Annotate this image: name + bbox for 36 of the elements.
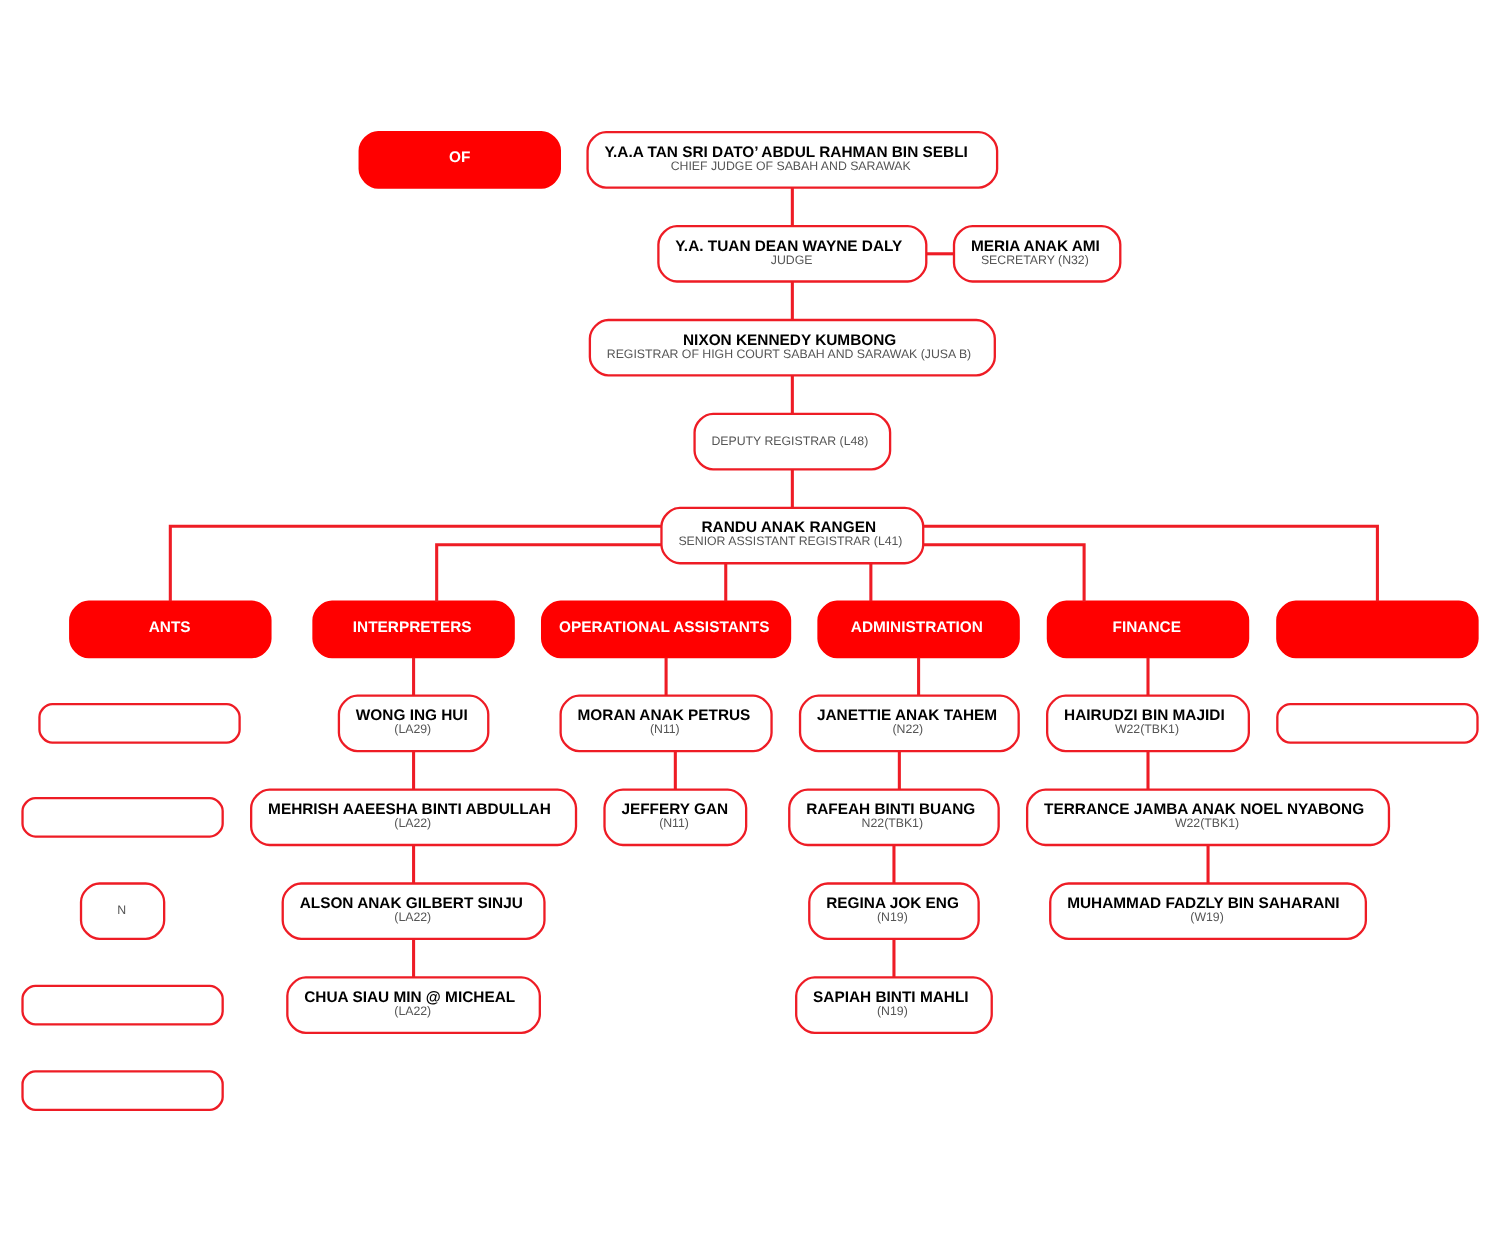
- node-box: ADMINISTRATION: [817, 599, 1020, 658]
- connector: [1206, 844, 1210, 883]
- node-box: INTERPRETERS: [312, 599, 515, 658]
- connector: [1146, 656, 1150, 695]
- connector: [664, 656, 668, 695]
- node-box: [1276, 702, 1479, 743]
- connector: [790, 374, 794, 413]
- connector: [412, 938, 416, 976]
- node-box: OF: [358, 130, 561, 188]
- connector: [923, 523, 1379, 601]
- connector: [917, 656, 921, 695]
- connector: [1146, 750, 1150, 789]
- connector: [869, 562, 873, 601]
- connector: [923, 542, 1086, 601]
- connector: [926, 251, 954, 255]
- connector: [412, 750, 416, 789]
- connector: [790, 187, 794, 225]
- node-box: [21, 1069, 224, 1110]
- node-box: [21, 795, 224, 837]
- node-box: [1276, 599, 1479, 658]
- connector: [790, 468, 794, 507]
- connector: [724, 562, 728, 601]
- node-box: [38, 702, 241, 743]
- connector: [892, 938, 896, 976]
- connector: [892, 844, 896, 883]
- connector: [168, 523, 662, 601]
- node-box: FINANCE: [1046, 599, 1250, 658]
- node-box: [21, 983, 224, 1025]
- connector: [412, 656, 416, 695]
- connector: [435, 542, 662, 601]
- connector: [673, 750, 677, 789]
- connector: [790, 280, 794, 319]
- node-box: OPERATIONAL ASSISTANTS: [541, 599, 792, 658]
- connector: [412, 844, 416, 883]
- connector: [897, 750, 901, 789]
- node-box: ANTS: [69, 599, 272, 658]
